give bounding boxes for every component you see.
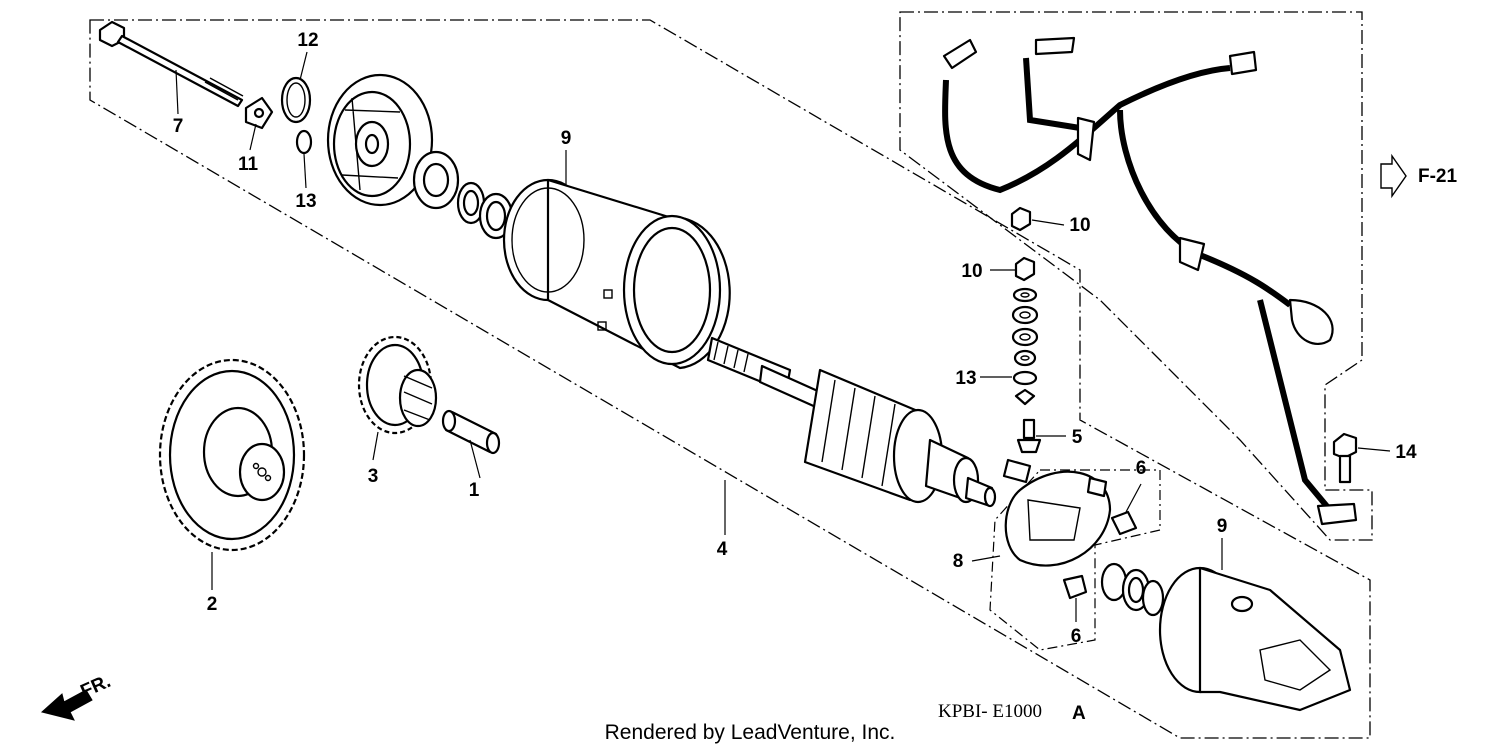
callout-1: 1 [469,480,480,501]
callout-10a: 10 [1069,215,1090,236]
front-label: FR. [77,671,114,703]
rear-cover [1158,566,1352,712]
brush-holder [1004,470,1138,600]
drawing-code: KPBI- E1000 [938,701,1042,722]
rear-seals [1100,562,1165,617]
front-arrow-icon [40,689,93,721]
o-ring-large [280,76,312,124]
wire-harness-boundary [899,11,1373,541]
terminal-hardware-stack [1010,206,1039,406]
callout-9b: 9 [1217,516,1228,537]
o-ring-small [295,129,313,155]
main-assembly-boundary [89,19,1371,739]
starter-idle-gear [158,358,306,552]
gear-shaft-pin [441,409,501,455]
callout-9a: 9 [561,128,572,149]
callout-10b: 10 [961,261,982,282]
figure-reference: F-21 [1380,153,1458,199]
motor-yoke [502,178,731,370]
callout-14: 14 [1395,442,1417,463]
callout-5: 5 [1072,427,1083,448]
front-direction-indicator: FR. [40,671,114,721]
reference-label: F-21 [1418,166,1458,187]
terminal-bolt [1002,418,1042,484]
callout-13b: 13 [955,368,976,389]
render-credit: Rendered by LeadVenture, Inc. [605,721,896,744]
callout-6a: 6 [1136,458,1147,479]
starter-cable-harness [942,36,1358,526]
o-ring-large-inner [286,82,306,118]
brush-holder-boundary [989,469,1161,651]
callout-8: 8 [953,551,964,572]
through-bolt [98,20,244,108]
callout-13a: 13 [295,191,316,212]
harness-bolt [1332,432,1358,484]
callout-leaders [175,51,1391,622]
callout-12: 12 [297,30,318,51]
reference-arrow-icon [1380,153,1407,199]
callout-2: 2 [207,594,218,615]
lock-washer [244,96,274,130]
callout-7: 7 [173,116,184,137]
drawing-code-suffix: A [1072,703,1086,724]
cover-seals [412,150,514,240]
reduction-gear [357,335,438,435]
armature [706,336,997,508]
callout-6b: 6 [1071,626,1082,647]
front-cover [326,73,434,207]
callout-11: 11 [238,154,259,175]
callout-3: 3 [368,466,379,487]
callout-4: 4 [717,539,728,560]
